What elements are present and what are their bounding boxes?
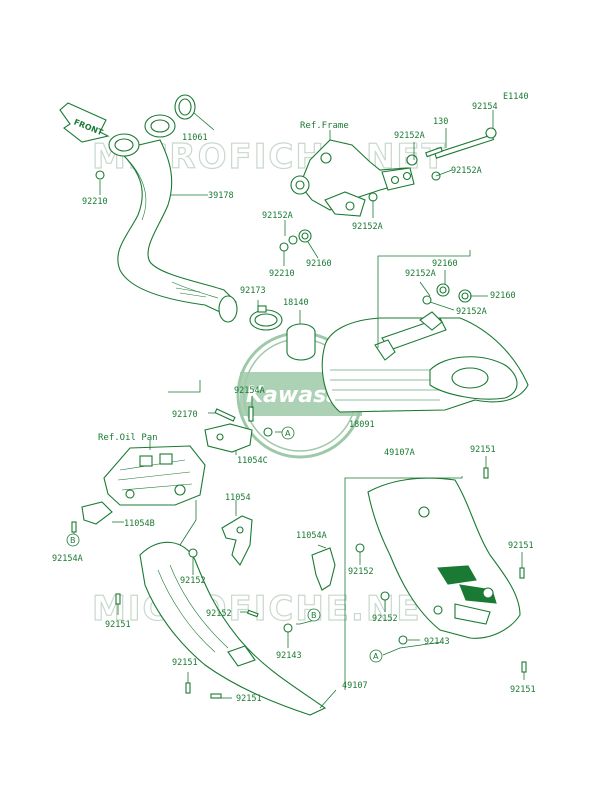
part-label: 92152A [405, 269, 436, 279]
part-labels: 11061 39178 92210 92154 130 92152A 92152… [52, 102, 536, 704]
part-label: 92160 [490, 291, 516, 301]
part-label: 92210 [82, 197, 108, 207]
part-label: 92154A [234, 386, 265, 396]
part-label: 92143 [276, 651, 302, 661]
frame-bracket [290, 139, 415, 217]
part-label: 92154 [472, 102, 498, 112]
bolt-icon [210, 693, 222, 699]
washer-icon [422, 295, 432, 305]
part-label: 11054 [225, 493, 251, 503]
bracket-11054a [311, 547, 336, 591]
ref-oil-pan-label: Ref.Oil Pan [98, 433, 158, 443]
part-label: 92160 [432, 259, 458, 269]
part-label: 92152A [394, 131, 425, 141]
callout-a-top: A [281, 426, 295, 440]
callout-b-mid-label: B [311, 611, 317, 620]
part-label: 130 [433, 117, 448, 127]
part-label: 92143 [424, 637, 450, 647]
exhaust-header-pipe [108, 114, 238, 323]
part-label: 11054A [296, 531, 327, 541]
washer-icon [380, 591, 390, 601]
washer-icon [406, 154, 418, 166]
nut-icon [95, 170, 105, 180]
part-label: 92152 [348, 567, 374, 577]
bolt-icon [521, 661, 527, 673]
front-arrow-icon: FRONT [59, 102, 110, 143]
diagram-code: E1140 [503, 92, 529, 102]
callout-a-bottom-label: A [373, 652, 379, 661]
part-label: 92151 [470, 445, 496, 455]
part-label: 92151 [236, 694, 262, 704]
callout-b-left-label: B [70, 536, 76, 545]
part-label: 92151 [510, 685, 536, 695]
washer-icon [355, 543, 365, 553]
part-label: 49107A [384, 448, 415, 458]
washer-icon [368, 192, 378, 202]
leader-lines [73, 110, 525, 709]
bracket-11054b [81, 501, 113, 525]
bolt-icon [115, 593, 121, 605]
bolt-icon [214, 408, 236, 422]
bolt-icon [483, 467, 489, 479]
part-label: 18140 [283, 298, 309, 308]
muffler [321, 311, 529, 413]
washer-icon [263, 427, 273, 437]
part-label: 11061 [182, 133, 208, 143]
callout-a-top-label: A [285, 429, 291, 438]
part-label: 18091 [349, 420, 375, 430]
part-label: 49107 [342, 681, 368, 691]
washer-icon [398, 635, 408, 645]
bolt-icon [425, 146, 443, 158]
nut-icon [279, 242, 289, 252]
part-label: 92152A [352, 222, 383, 232]
ref-frame-label: Ref.Frame [300, 121, 349, 131]
bolt-icon [185, 682, 191, 694]
connector-tube [286, 323, 316, 361]
washer-icon [283, 623, 293, 633]
bolt-icon [246, 609, 259, 618]
part-label: 92160 [306, 259, 332, 269]
part-label: 11054B [124, 519, 155, 529]
bracket-11054 [221, 515, 253, 567]
part-label: 92170 [172, 410, 198, 420]
muffler-cover-49107a [367, 477, 521, 639]
callout-b-left: B [66, 533, 80, 547]
bolt-icon [248, 406, 254, 422]
part-label: 92152A [456, 307, 487, 317]
part-label: 11054C [237, 456, 268, 466]
part-label: 92152 [206, 609, 232, 619]
part-label: 92173 [240, 286, 266, 296]
part-label: 92151 [172, 658, 198, 668]
callout-a-bottom: A [369, 649, 383, 663]
part-label: 92152A [262, 211, 293, 221]
oil-pan [103, 445, 206, 506]
part-label: 92152 [372, 614, 398, 624]
bolt-icon [519, 567, 525, 579]
part-label: 92151 [508, 541, 534, 551]
long-bolt [434, 127, 497, 159]
part-label: 92210 [269, 269, 295, 279]
washer-icon [288, 235, 298, 245]
exhaust-clamp [249, 305, 283, 331]
part-label: 92152A [451, 166, 482, 176]
callout-b-mid: B [307, 608, 321, 622]
bolt-icon [71, 521, 77, 533]
part-label: 92151 [105, 620, 131, 630]
lower-cover-49107 [139, 541, 327, 716]
part-label: 92154A [52, 554, 83, 564]
part-label: 39178 [208, 191, 234, 201]
part-label: 92152 [180, 576, 206, 586]
bracket-11054c [204, 423, 253, 453]
